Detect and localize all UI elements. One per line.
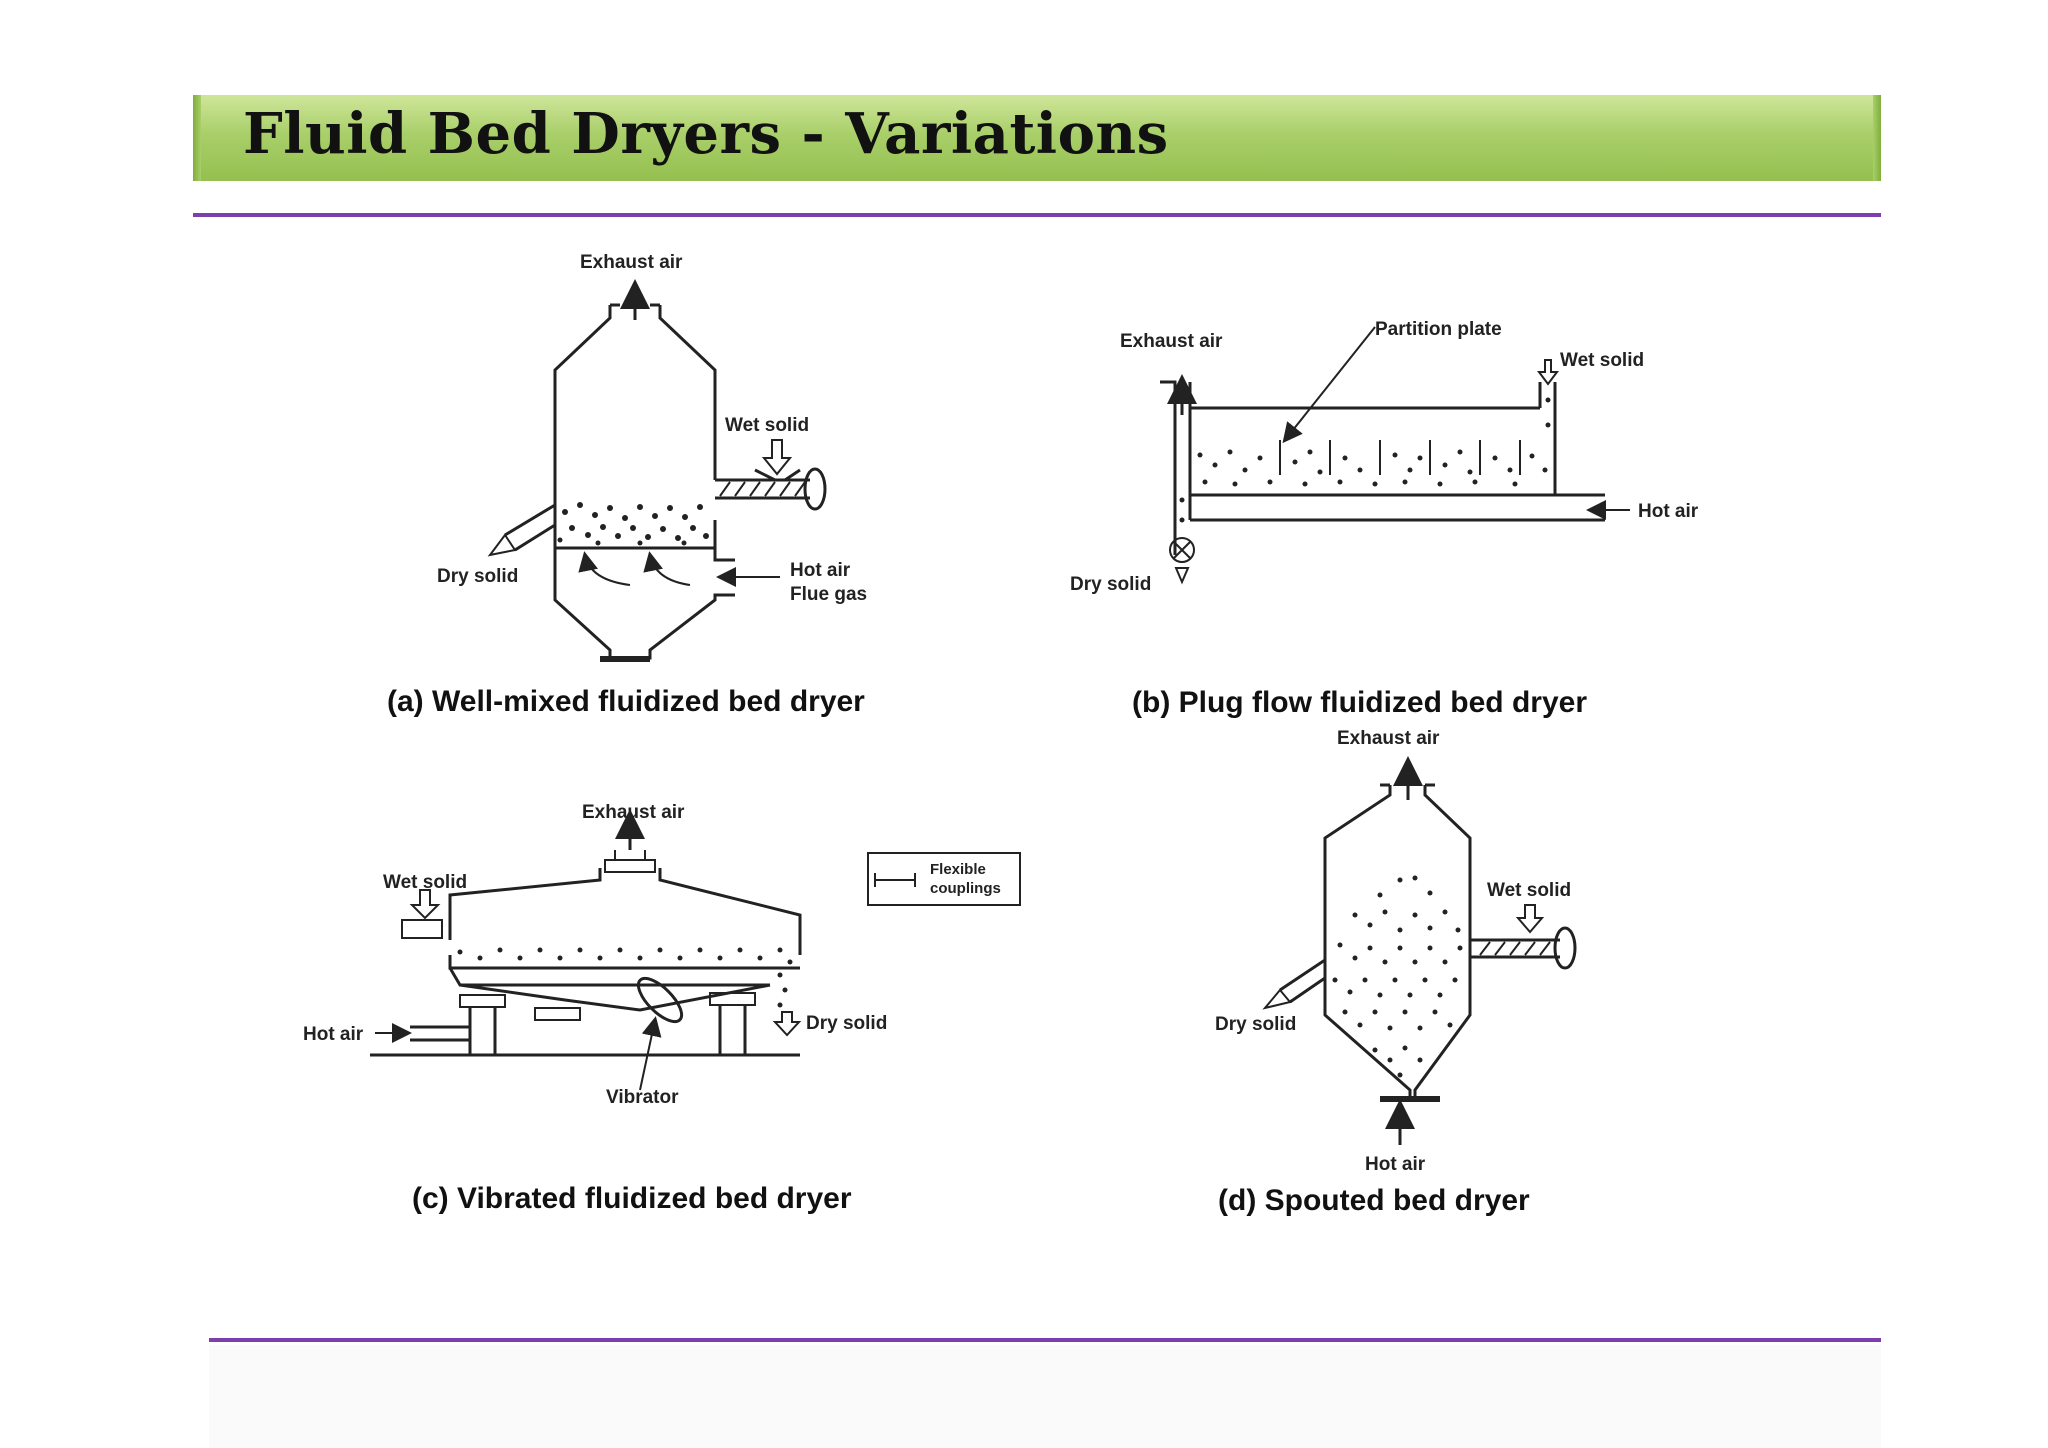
d-exhaust-label: Exhaust air [1337,728,1440,749]
c-caption: (c) Vibrated fluidized bed dryer [412,1182,852,1215]
d-dry-solid-label: Dry solid [1215,1014,1296,1035]
a-dry-solid-label: Dry solid [437,566,518,587]
a-caption: (a) Well-mixed fluidized bed dryer [387,685,865,718]
b-dry-solid-label: Dry solid [1070,574,1151,595]
c-dry-solid-label: Dry solid [806,1013,887,1034]
c-wet-solid-label: Wet solid [383,872,467,893]
c-legend-box [867,852,1021,906]
panel-b-plug-flow: Exhaust air Partition plate Wet solid Ho… [1070,319,1699,719]
panel-c-vibrated: Exhaust air Wet solid Hot air Dry solid … [303,802,1021,1215]
panel-d-particles [1332,875,1463,1078]
d-hot-air-label: Hot air [1365,1154,1426,1175]
d-wet-solid-label: Wet solid [1487,880,1571,901]
slide-title: Fluid Bed Dryers - Variations [243,101,1169,167]
d-caption: (d) Spouted bed dryer [1218,1184,1530,1217]
b-exhaust-label: Exhaust air [1120,331,1223,352]
a-hot-air-label: Hot air [790,560,851,581]
top-divider [193,213,1881,217]
c-hot-air-label: Hot air [303,1024,364,1045]
panel-a-particles [557,502,709,546]
c-vibrator-label: Vibrator [606,1087,679,1108]
c-legend-line2: couplings [930,880,1001,897]
b-hot-air-label: Hot air [1638,501,1699,522]
bottom-divider [209,1338,1881,1342]
a-flue-gas-label: Flue gas [790,584,867,605]
title-bar: Fluid Bed Dryers - Variations [193,95,1881,181]
panel-c-particles [457,947,793,1008]
c-exhaust-label: Exhaust air [582,802,685,823]
panel-b-particles [1179,397,1551,523]
panel-d-spouted: Exhaust air Wet solid Dry solid Hot air … [1215,728,1577,1217]
a-exhaust-label: Exhaust air [580,252,683,273]
c-legend-line1: Flexible [930,861,986,878]
footer-area [209,1345,1881,1448]
b-partition-label: Partition plate [1375,319,1502,340]
a-wet-solid-label: Wet solid [725,415,809,436]
b-wet-solid-label: Wet solid [1560,350,1644,371]
b-caption: (b) Plug flow fluidized bed dryer [1132,686,1587,719]
panel-a-well-mixed: Exhaust air Wet solid Dry solid Hot air … [387,252,867,718]
